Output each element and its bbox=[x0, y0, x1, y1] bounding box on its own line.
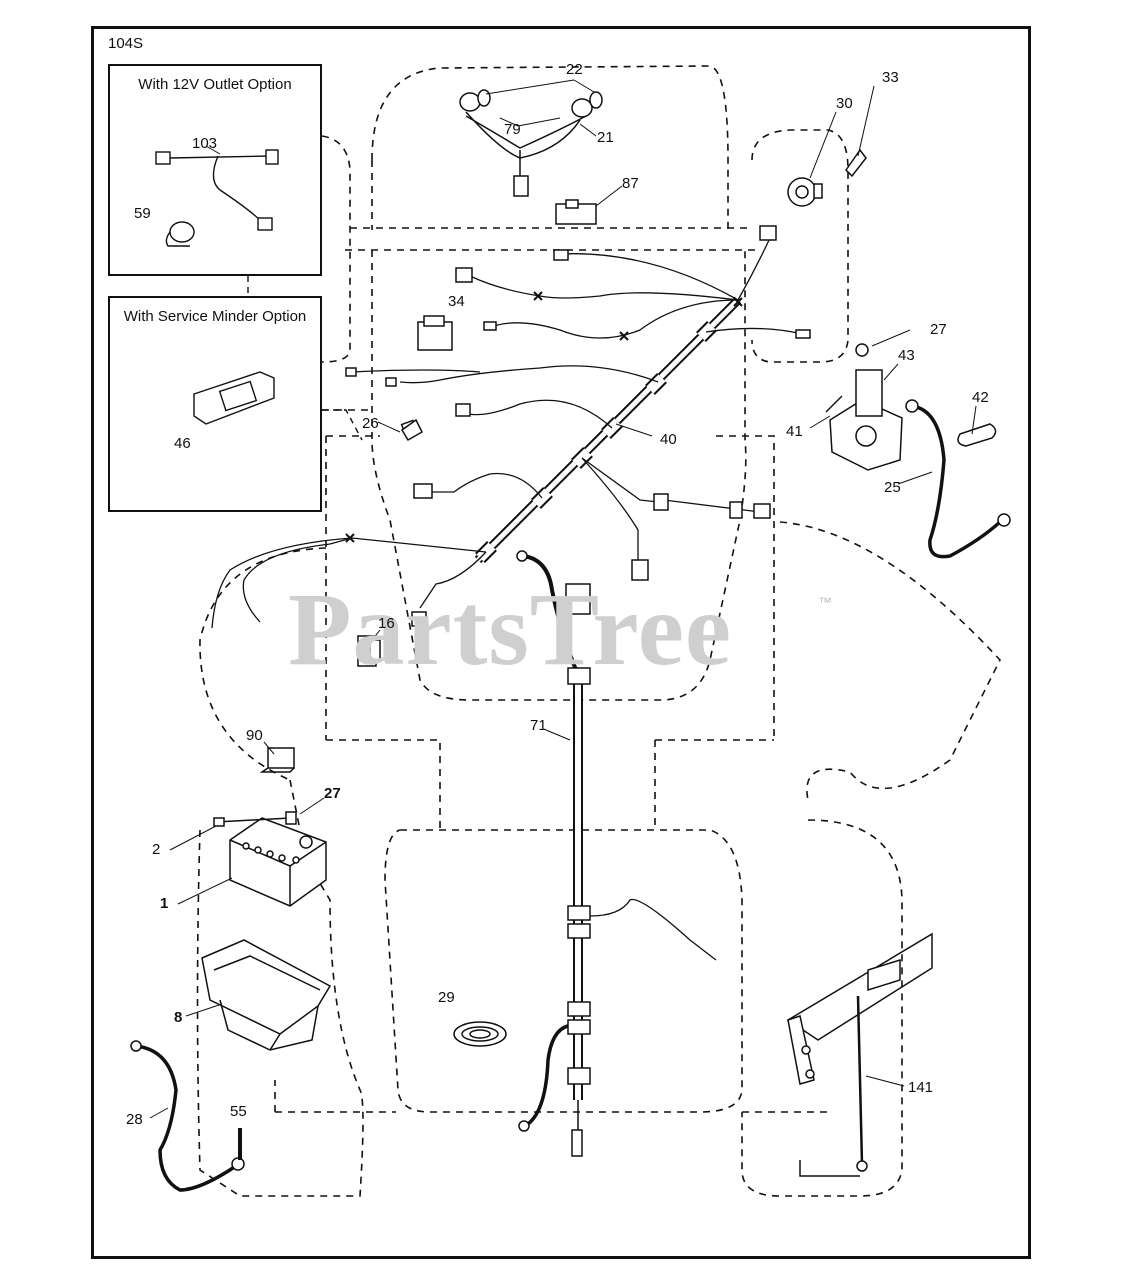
callout-59: 59 bbox=[134, 205, 151, 222]
callout-27-lower: 27 bbox=[324, 785, 341, 802]
callout-1: 1 bbox=[160, 895, 169, 912]
callout-40: 40 bbox=[660, 431, 677, 448]
callout-43: 43 bbox=[898, 347, 915, 364]
callout-34: 34 bbox=[448, 293, 465, 310]
callout-42: 42 bbox=[972, 389, 989, 406]
callout-30: 30 bbox=[836, 95, 853, 112]
part-30-ignition-switch bbox=[787, 177, 823, 207]
tractor-outline bbox=[196, 65, 1001, 1197]
part-8-battery-tray bbox=[201, 939, 332, 1051]
option-box-12v-title: With 12V Outlet Option bbox=[138, 76, 292, 93]
callout-46: 46 bbox=[174, 435, 191, 452]
part-2-bolt bbox=[213, 811, 297, 827]
part-28-cable bbox=[130, 1040, 245, 1192]
callout-55: 55 bbox=[230, 1103, 247, 1120]
part-90 bbox=[259, 747, 295, 773]
callout-26: 26 bbox=[362, 415, 379, 432]
diagram-id: 104S bbox=[108, 35, 144, 52]
callout-103: 103 bbox=[192, 135, 218, 152]
part-33-key bbox=[845, 148, 867, 178]
option-box-12v-outlet: With 12V Outlet Option bbox=[108, 64, 322, 276]
wire-splice-marks bbox=[345, 291, 743, 543]
callout-87: 87 bbox=[622, 175, 639, 192]
callout-29: 29 bbox=[438, 989, 455, 1006]
callout-33: 33 bbox=[882, 69, 899, 86]
callout-2: 2 bbox=[152, 841, 161, 858]
trademark-symbol: ™ bbox=[818, 594, 832, 610]
callout-90: 90 bbox=[246, 727, 263, 744]
callout-leaders bbox=[149, 79, 977, 1119]
callout-28: 28 bbox=[126, 1111, 143, 1128]
battery-cable bbox=[516, 550, 578, 671]
part-87-switch bbox=[555, 199, 597, 225]
rear-harness bbox=[518, 667, 717, 1157]
option-box-service-minder-title: With Service Minder Option bbox=[123, 308, 307, 325]
callout-22: 22 bbox=[566, 61, 583, 78]
part-1-battery bbox=[229, 817, 327, 907]
callout-21: 21 bbox=[597, 129, 614, 146]
part-43-solenoid bbox=[825, 343, 903, 471]
partstree-watermark: PartsTree bbox=[288, 572, 733, 687]
harness-branch-wires bbox=[211, 237, 803, 629]
part-29-grommet bbox=[453, 1021, 507, 1047]
part-141-rod bbox=[786, 932, 933, 1177]
callout-71: 71 bbox=[530, 717, 547, 734]
part-34-module bbox=[417, 315, 453, 351]
callout-27-upper: 27 bbox=[930, 321, 947, 338]
headlight-assembly bbox=[459, 89, 603, 197]
callout-79: 79 bbox=[504, 121, 521, 138]
connectors bbox=[345, 225, 811, 627]
callout-141: 141 bbox=[908, 1079, 934, 1096]
part-16-relay bbox=[357, 635, 381, 667]
part-26-fuse bbox=[401, 418, 423, 442]
callout-25: 25 bbox=[884, 479, 901, 496]
callout-8: 8 bbox=[174, 1009, 183, 1026]
callout-16: 16 bbox=[378, 615, 395, 632]
part-25-cable bbox=[905, 399, 1011, 559]
callout-41: 41 bbox=[786, 423, 803, 440]
